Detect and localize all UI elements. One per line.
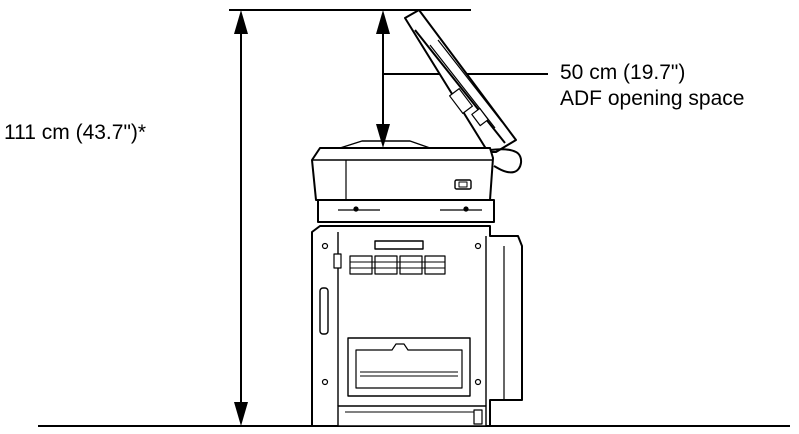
total-height-label: 111 cm (43.7")* bbox=[4, 121, 147, 144]
adf-opening-caption-label: ADF opening space bbox=[560, 87, 745, 111]
printer-body bbox=[311, 225, 523, 427]
scanner-unit bbox=[311, 140, 494, 201]
total-height-arrow bbox=[234, 10, 248, 426]
adf-cable bbox=[489, 148, 522, 174]
adf-opening-label-block: 50 cm (19.7") ADF opening space bbox=[560, 60, 744, 113]
adf-opening-value-label: 50 cm (19.7") bbox=[560, 61, 686, 84]
scanner-base bbox=[317, 199, 495, 223]
adf-lid bbox=[404, 9, 517, 153]
